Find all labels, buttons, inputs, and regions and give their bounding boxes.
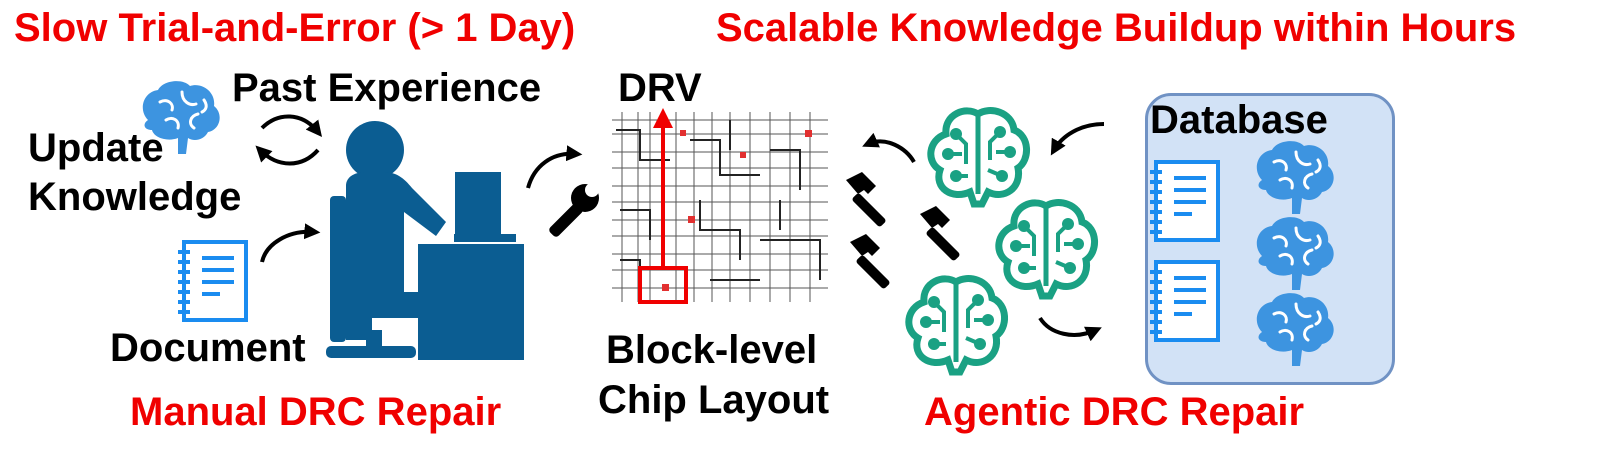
- brain-icon: [1255, 215, 1336, 292]
- heading-slow-trial: Slow Trial-and-Error (> 1 Day): [14, 6, 576, 50]
- hammer-icon: [846, 172, 887, 228]
- caption-manual-drc: Manual DRC Repair: [130, 390, 502, 434]
- agent-icon: [999, 203, 1095, 296]
- drv-indicator: [638, 108, 688, 304]
- label-past-experience: Past Experience: [232, 66, 542, 110]
- chip-layout-image: [612, 112, 828, 302]
- agent-icon: [909, 279, 1005, 372]
- heading-scalable-knowledge: Scalable Knowledge Buildup within Hours: [716, 6, 1517, 50]
- brain-icon: [1255, 139, 1336, 216]
- document-icon: [1148, 260, 1220, 342]
- wrench-icon: [549, 183, 599, 237]
- label-database: Database: [1150, 98, 1328, 142]
- document-icon: [1148, 160, 1220, 242]
- document-icon: [176, 240, 248, 322]
- brain-icon: [1255, 291, 1336, 368]
- label-block-level: Block-level: [606, 328, 818, 372]
- person-at-desk-icon: [326, 121, 524, 360]
- hammer-icon: [850, 234, 891, 290]
- label-update: Update: [28, 126, 164, 170]
- label-chip-layout: Chip Layout: [598, 378, 830, 422]
- label-knowledge: Knowledge: [28, 175, 242, 219]
- agent-icon: [931, 111, 1027, 204]
- hammer-icon: [920, 206, 961, 262]
- label-drv: DRV: [618, 66, 702, 110]
- label-document: Document: [110, 326, 306, 370]
- caption-agentic-drc: Agentic DRC Repair: [924, 390, 1305, 434]
